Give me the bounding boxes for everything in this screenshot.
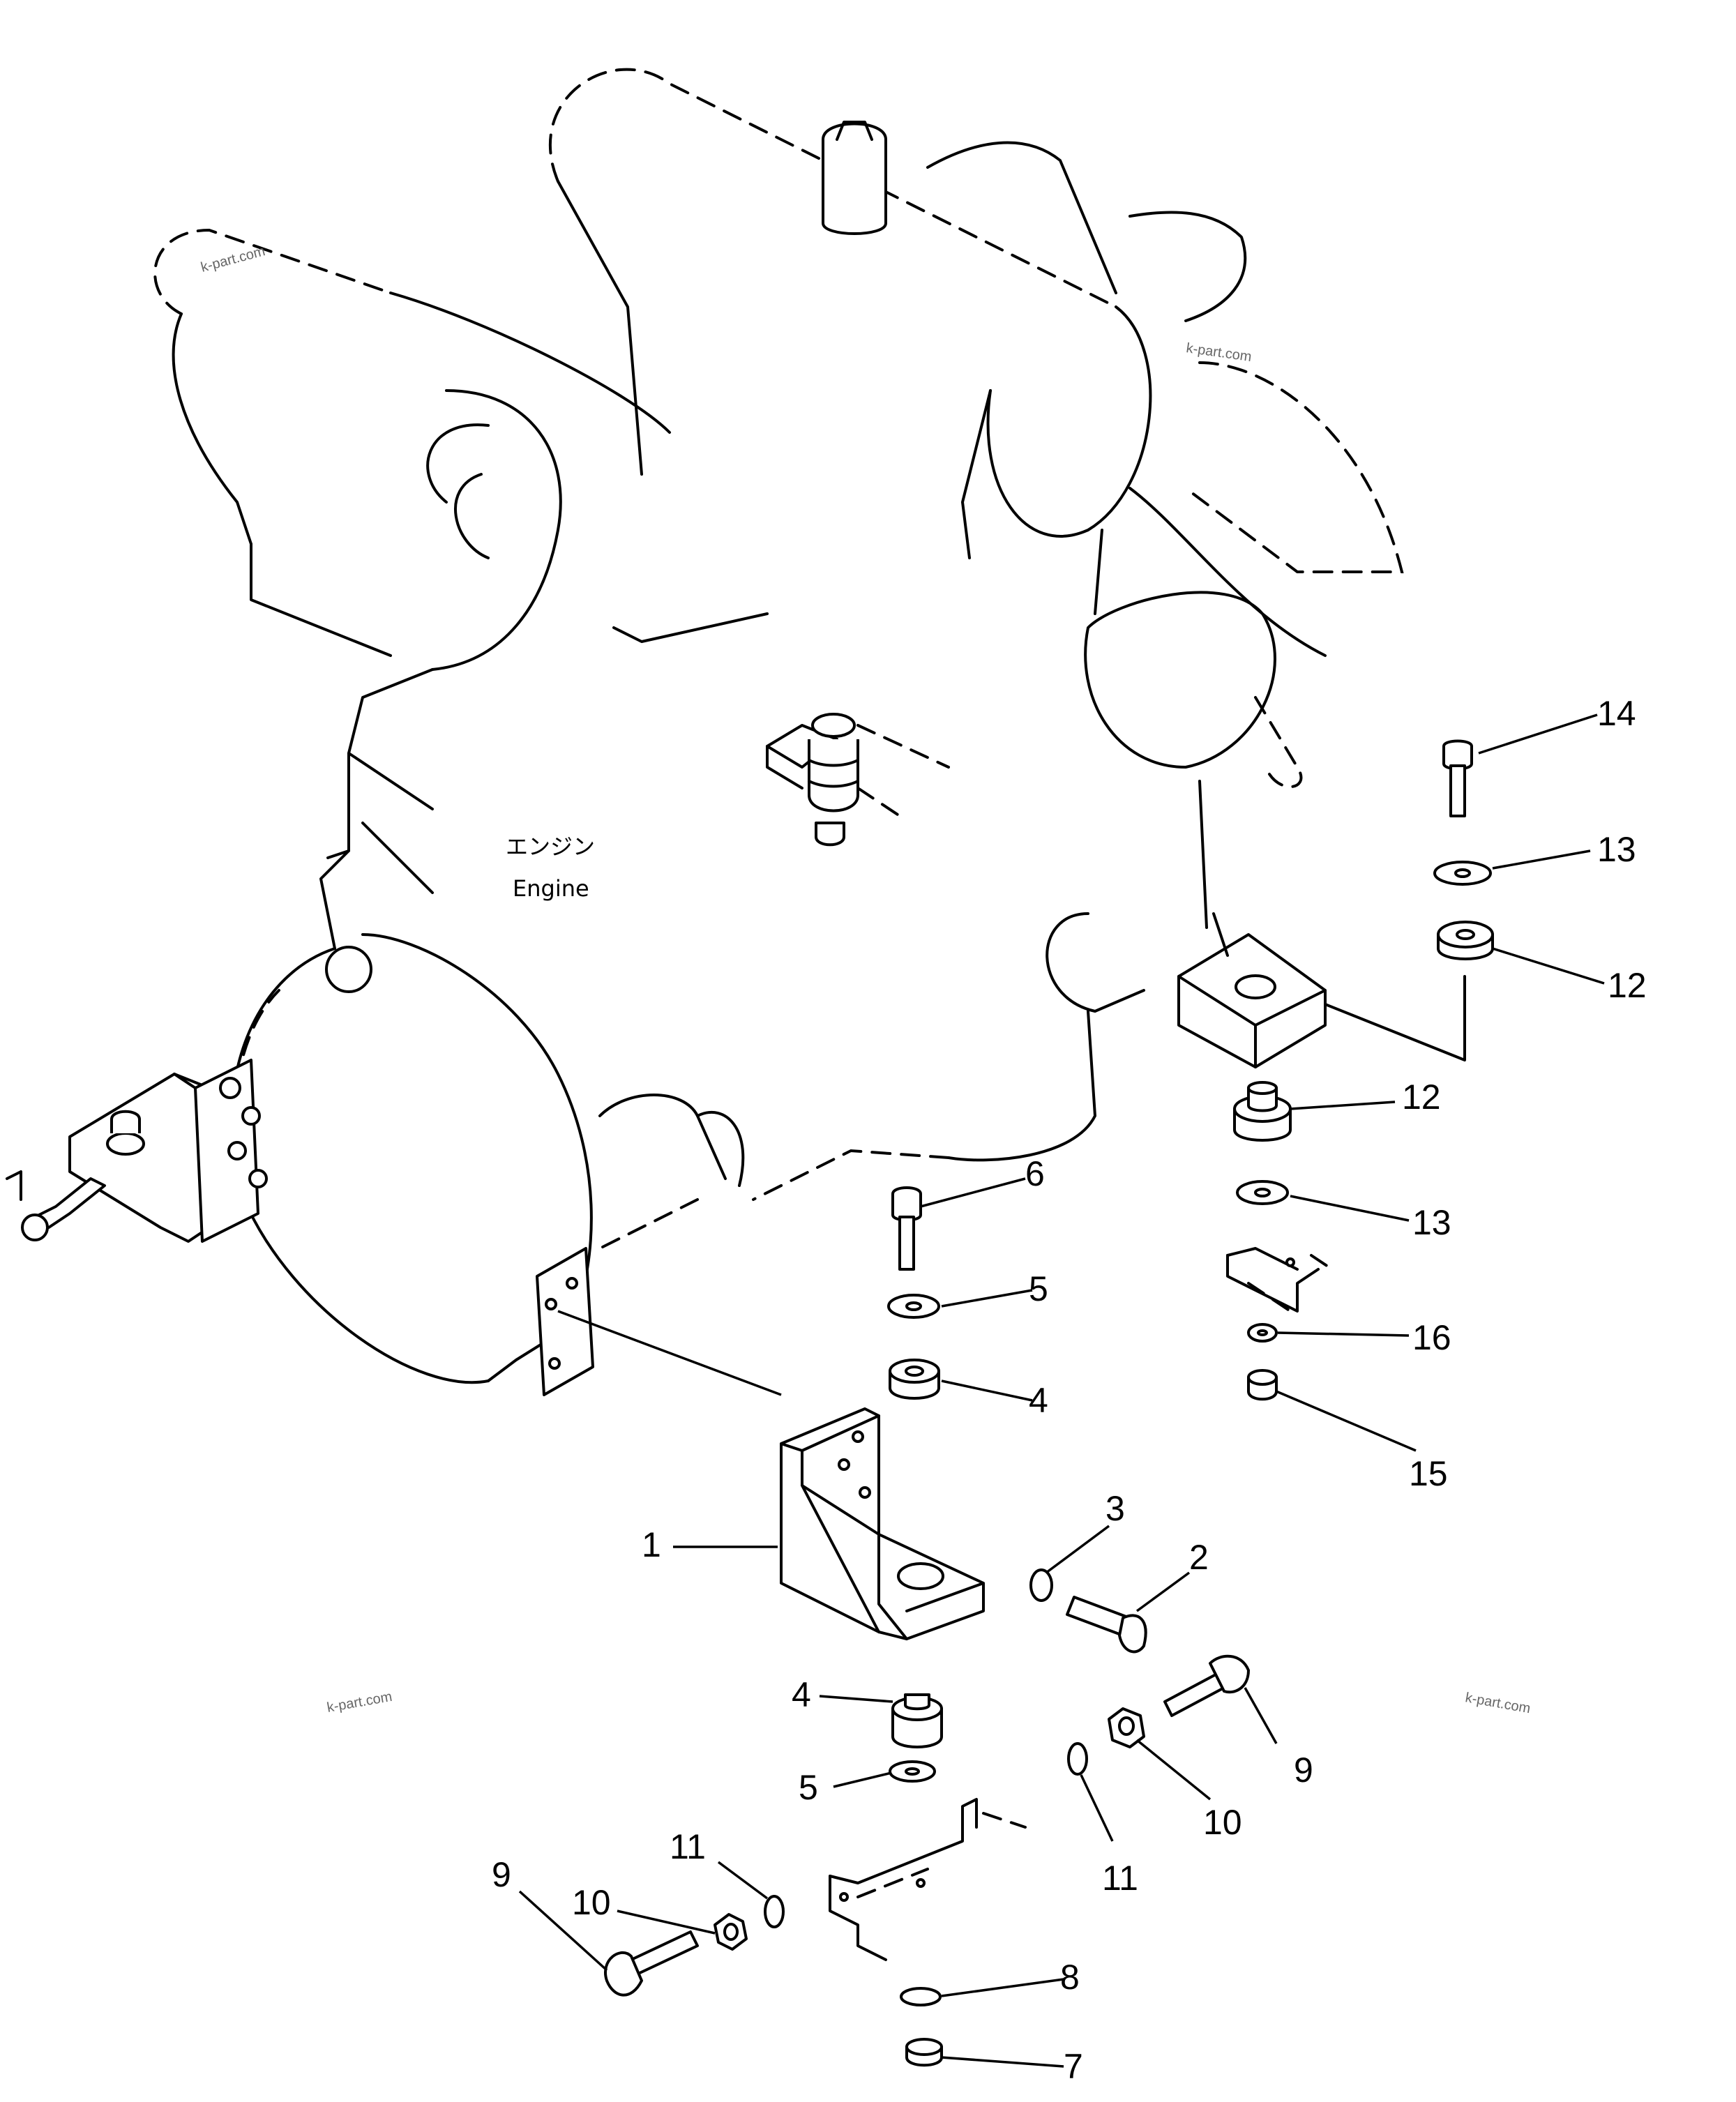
part-1-mount-bracket bbox=[557, 1310, 985, 1640]
callout-12-lower: 12 bbox=[1402, 1078, 1441, 1117]
callout-2: 2 bbox=[1189, 1538, 1209, 1577]
part-15-nut bbox=[1247, 1369, 1278, 1401]
part-13-washer-upper bbox=[1433, 861, 1492, 886]
part-9-bolt-right bbox=[1163, 1654, 1250, 1717]
part-5-washer-upper bbox=[887, 1294, 940, 1319]
frame-bracket-lower bbox=[829, 1798, 1027, 1961]
part-11-washer-left bbox=[764, 1895, 785, 1928]
callout-6: 6 bbox=[1025, 1154, 1045, 1193]
watermark-4: k-part.com bbox=[1464, 1690, 1532, 1716]
callout-10-left: 10 bbox=[572, 1883, 611, 1922]
callout-7: 7 bbox=[1064, 2047, 1083, 2086]
callout-numbers: 1 2 3 4 5 6 4 5 8 7 9 10 11 9 10 11 14 1… bbox=[492, 694, 1647, 2086]
part-9-bolt-left bbox=[604, 1930, 699, 1997]
part-7-nut bbox=[905, 2038, 943, 2067]
part-4-cushion-upper bbox=[889, 1359, 940, 1400]
callout-8: 8 bbox=[1060, 1958, 1080, 1997]
callout-5-upper: 5 bbox=[1029, 1269, 1048, 1308]
part-12-cushion-lower bbox=[1233, 1081, 1292, 1142]
callout-5-lower: 5 bbox=[799, 1768, 818, 1807]
callout-4-lower: 4 bbox=[792, 1675, 811, 1714]
part-10-nut-left bbox=[714, 1913, 748, 1951]
part-13-washer-lower bbox=[1236, 1180, 1289, 1205]
part-14-bolt bbox=[1442, 739, 1473, 817]
part-8-washer bbox=[900, 1987, 942, 2006]
callout-16: 16 bbox=[1412, 1318, 1451, 1357]
part-6-bolt bbox=[891, 1186, 922, 1271]
watermark-2: k-part.com bbox=[1185, 340, 1253, 365]
callout-9-right: 9 bbox=[1294, 1751, 1313, 1790]
part-10-nut-right bbox=[1108, 1707, 1145, 1748]
engine-outline bbox=[6, 68, 1404, 1396]
watermark-1: k-part.com bbox=[199, 243, 267, 275]
callout-9-left: 9 bbox=[492, 1855, 511, 1894]
part-4-cushion-lower bbox=[891, 1693, 943, 1748]
callout-15: 15 bbox=[1409, 1454, 1448, 1493]
callout-13-lower: 13 bbox=[1412, 1203, 1451, 1242]
callout-11-right: 11 bbox=[1102, 1859, 1138, 1898]
callout-4-upper: 4 bbox=[1029, 1381, 1048, 1420]
callout-11-left: 11 bbox=[670, 1827, 706, 1866]
frame-bracket-right bbox=[1226, 1247, 1334, 1313]
callout-14: 14 bbox=[1597, 694, 1636, 733]
part-2-bolt bbox=[1066, 1596, 1147, 1654]
mount-leader-line bbox=[1324, 975, 1466, 1061]
engine-label-japanese: エンジン bbox=[506, 833, 595, 860]
callout-12-upper: 12 bbox=[1608, 966, 1647, 1005]
callout-10-right: 10 bbox=[1203, 1803, 1242, 1842]
part-12-cushion-upper bbox=[1437, 921, 1494, 960]
part-5-washer-lower bbox=[889, 1760, 936, 1783]
part-3-washer bbox=[1029, 1568, 1053, 1602]
callout-3: 3 bbox=[1105, 1489, 1125, 1528]
callout-1: 1 bbox=[642, 1525, 661, 1564]
part-11-washer-right bbox=[1067, 1742, 1088, 1776]
callout-leaders bbox=[518, 713, 1605, 2068]
engine-label-english: Engine bbox=[513, 875, 589, 902]
part-16-washer bbox=[1247, 1323, 1278, 1343]
callout-13-upper: 13 bbox=[1597, 830, 1636, 869]
watermark-3: k-part.com bbox=[326, 1689, 393, 1716]
